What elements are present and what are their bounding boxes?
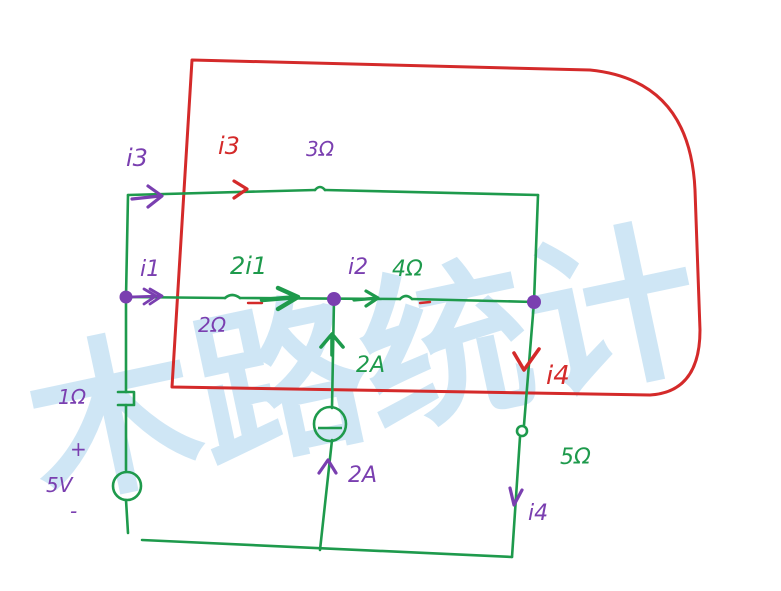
arrow-i1-purple xyxy=(128,287,164,306)
label-5ohm: 5Ω xyxy=(560,445,591,470)
labels: i3 i3 3Ω i1 2i1 2Ω i2 4Ω 2A i4 1Ω + 5V -… xyxy=(46,132,591,526)
voltage-source-5V xyxy=(111,470,143,502)
arrow-i4-red xyxy=(512,347,541,372)
arrow-2i1 xyxy=(259,285,301,312)
label-4ohm: 4Ω xyxy=(392,257,423,282)
label-5V: 5V xyxy=(46,473,74,497)
current-source-circle xyxy=(312,405,348,443)
arrow-i3-purple xyxy=(130,184,164,209)
top-wire xyxy=(126,188,540,197)
label-2A-bottom: 2A xyxy=(348,463,377,488)
node-left xyxy=(119,290,133,304)
arrow-i3-red xyxy=(232,179,249,200)
arrow-2A-up xyxy=(319,332,345,357)
resistor-1ohm xyxy=(116,390,136,407)
left-top-wire xyxy=(124,193,130,299)
label-minus: - xyxy=(70,499,77,523)
bottom-wire xyxy=(140,538,514,559)
label-i4-purple: i4 xyxy=(528,501,548,526)
arrow-i4-purple xyxy=(508,486,524,507)
label-i3-red: i3 xyxy=(218,132,240,160)
arrow-i2 xyxy=(352,289,380,308)
label-3ohm: 3Ω xyxy=(306,137,335,161)
red-dashes xyxy=(246,300,432,305)
label-2A-top: 2A xyxy=(356,353,385,378)
label-i3-purple: i3 xyxy=(126,144,148,172)
resistor-3ohm xyxy=(313,185,327,192)
node-center xyxy=(327,292,341,306)
arrows xyxy=(128,179,541,507)
node-right xyxy=(527,295,541,309)
left-lower-wire xyxy=(124,295,130,535)
arrow-2A-purple xyxy=(317,458,338,475)
label-i1-purple: i1 xyxy=(140,257,160,282)
label-plus: + xyxy=(70,437,87,461)
label-1ohm: 1Ω xyxy=(58,385,87,409)
resistor-2ohm xyxy=(223,293,242,300)
label-2ohm: 2Ω xyxy=(198,313,227,337)
right-top-wire xyxy=(532,193,540,304)
red-loop xyxy=(170,58,702,397)
circuit-nodes xyxy=(119,290,541,309)
resistor-5ohm xyxy=(515,424,529,438)
label-2i1: 2i1 xyxy=(230,252,267,280)
resistor-4ohm xyxy=(398,294,414,301)
label-i4-red: i4 xyxy=(546,361,570,391)
label-i2: i2 xyxy=(348,255,368,280)
current-source-2A xyxy=(312,405,348,443)
circuit-wires xyxy=(116,185,540,559)
